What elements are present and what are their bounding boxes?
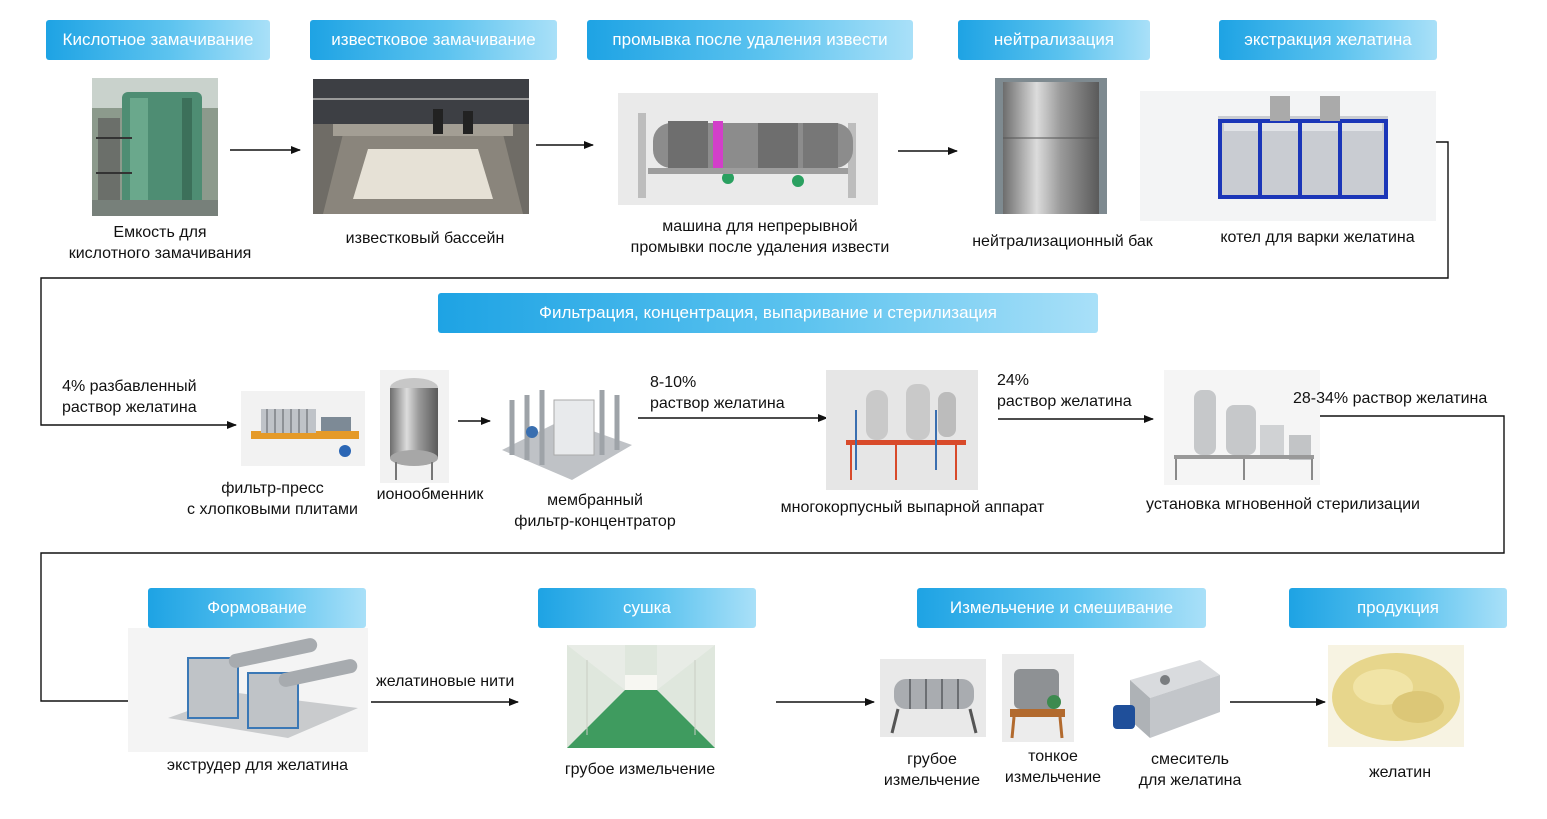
flow-28-34-label: 28-34% раствор желатина [1293, 390, 1488, 407]
lime-pool-label: известковый бассейн [345, 230, 505, 247]
flow-threads-label: желатиновые нити [376, 673, 515, 690]
stage-acid-soaking: Кислотное замачивание [46, 20, 270, 60]
washing-machine-label: машина для непрерывной промывки после уд… [630, 218, 890, 256]
gelatin-image [1328, 645, 1464, 747]
dryer-image [567, 645, 715, 748]
neutral-tank-label: нейтрализационный бак [972, 233, 1153, 250]
filter-press-label: фильтр-пресс с хлопковыми плитами [187, 480, 358, 518]
stage-product: продукция [1289, 588, 1507, 628]
sterilizer-label: установка мгновенной стерилизации [1146, 496, 1420, 513]
stage-drying: сушка [538, 588, 756, 628]
sterilizer-image [1164, 370, 1320, 485]
stage-lime-soaking: известковое замачивание [310, 20, 557, 60]
evaporator-image [826, 370, 978, 490]
membrane-label: мембранный фильтр-концентратор [514, 492, 676, 530]
stage-forming: Формование [148, 588, 366, 628]
stage-filtration: Фильтрация, концентрация, выпаривание и … [438, 293, 1098, 333]
mixer-label: смеситель для желатина [1138, 751, 1242, 789]
extruder-label: экструдер для желатина [166, 757, 349, 774]
stage-washing: промывка после удаления извести [587, 20, 913, 60]
membrane-image [492, 360, 638, 488]
flow-8-10-label: 8-10% раствор желатина [650, 374, 785, 412]
flow-diluted-label: 4% разбавленный раствор желатина [62, 378, 197, 416]
acid-tank-label: Емкость для кислотного замачивания [68, 224, 252, 262]
coarse-grinder-label: грубое измельчение [883, 751, 981, 789]
ion-exchanger-label: ионообменник [376, 486, 484, 503]
coarse-grinder-image [880, 659, 986, 737]
acid-tank-image [92, 78, 218, 216]
dryer-label: грубое измельчение [564, 761, 716, 778]
boiler-image [1140, 91, 1436, 221]
washing-machine-image [618, 93, 878, 205]
connector-row2-row3 [40, 415, 1505, 705]
fine-grinder-label: тонкое измельчение [1004, 748, 1102, 786]
extruder-image [128, 628, 368, 752]
lime-pool-image [313, 79, 529, 214]
neutral-tank-image [995, 78, 1107, 214]
connector-row1-row2 [40, 141, 1449, 429]
boiler-label: котел для варки желатина [1220, 229, 1415, 246]
flow-24-label: 24% раствор желатина [997, 372, 1132, 410]
stage-grinding-mixing: Измельчение и смешивание [917, 588, 1206, 628]
stage-neutralization: нейтрализация [958, 20, 1150, 60]
gelatin-label: желатин [1368, 764, 1432, 781]
evaporator-label: многокорпусный выпарной аппарат [780, 499, 1045, 516]
mixer-image [1105, 650, 1223, 746]
ion-exchanger-image [380, 370, 449, 483]
fine-grinder-image [1002, 654, 1074, 742]
filter-press-image [241, 391, 365, 466]
stage-extraction: экстракция желатина [1219, 20, 1437, 60]
